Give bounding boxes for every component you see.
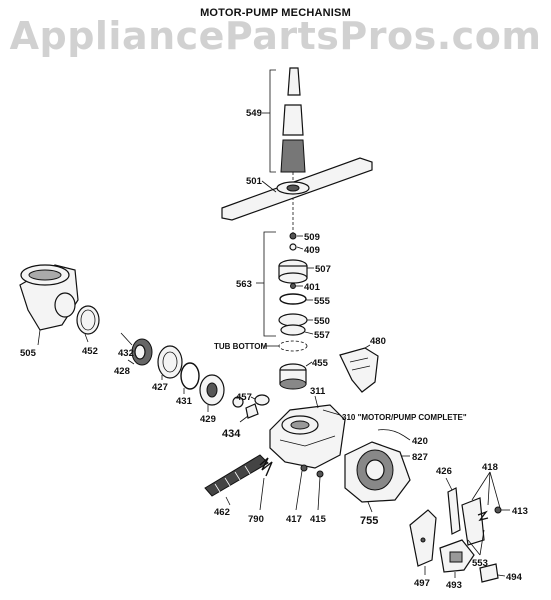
sump-505 bbox=[19, 264, 79, 331]
label-480: 480 bbox=[370, 336, 386, 347]
bracket-426 bbox=[447, 487, 461, 535]
switch-497 bbox=[409, 509, 437, 567]
label-457: 457 bbox=[236, 392, 252, 403]
label-429: 429 bbox=[200, 414, 216, 425]
impeller-428 bbox=[131, 338, 153, 366]
seal-assembly-stack bbox=[278, 232, 308, 390]
spring-790 bbox=[259, 457, 273, 477]
label-493: 493 bbox=[446, 580, 462, 591]
label-550: 550 bbox=[314, 316, 330, 327]
label-427: 427 bbox=[152, 382, 168, 393]
diagram-title: MOTOR-PUMP MECHANISM bbox=[200, 7, 351, 19]
label-432: 432 bbox=[118, 348, 134, 359]
label-311: 311 bbox=[310, 386, 326, 397]
solenoid-493 bbox=[439, 539, 475, 573]
label-507: 507 bbox=[315, 264, 331, 275]
label-415: 415 bbox=[310, 514, 327, 525]
label-563: 563 bbox=[236, 279, 252, 290]
label-409: 409 bbox=[304, 245, 320, 256]
plunger-494 bbox=[479, 563, 499, 583]
spray-arm-501 bbox=[221, 157, 373, 221]
label-tub-bottom: TUB BOTTOM bbox=[214, 342, 268, 351]
label-462: 462 bbox=[214, 507, 230, 518]
label-452: 452 bbox=[82, 346, 98, 357]
label-505: 505 bbox=[20, 348, 37, 359]
label-501: 501 bbox=[246, 176, 263, 187]
label-426: 426 bbox=[436, 466, 452, 477]
gasket-431 bbox=[180, 362, 200, 390]
label-413: 413 bbox=[512, 506, 528, 517]
label-420: 420 bbox=[412, 436, 428, 447]
label-428: 428 bbox=[114, 366, 130, 377]
label-555: 555 bbox=[314, 296, 331, 307]
clip-434 bbox=[232, 396, 259, 419]
label-755: 755 bbox=[360, 515, 378, 527]
plate-427 bbox=[157, 345, 183, 379]
label-557: 557 bbox=[314, 330, 330, 341]
label-827: 827 bbox=[412, 452, 428, 463]
label-434: 434 bbox=[222, 428, 241, 440]
solenoid-bracket-553 bbox=[461, 497, 489, 546]
pump-housing-429 bbox=[199, 374, 225, 406]
watermark: AppliancePartsPros.com bbox=[9, 14, 542, 58]
motor-pump-housing-311 bbox=[269, 404, 346, 469]
label-motor-pump-complete: 310 "MOTOR/PUMP COMPLETE" bbox=[342, 413, 467, 422]
label-455: 455 bbox=[312, 358, 329, 369]
spray-tower-549 bbox=[280, 67, 306, 235]
motor-755 bbox=[344, 441, 411, 503]
label-549: 549 bbox=[246, 108, 262, 119]
label-494: 494 bbox=[506, 572, 523, 583]
label-401: 401 bbox=[304, 282, 321, 293]
label-497: 497 bbox=[414, 578, 430, 589]
helix-462 bbox=[204, 454, 269, 497]
label-509: 509 bbox=[304, 232, 320, 243]
label-417: 417 bbox=[286, 514, 302, 525]
screen-480 bbox=[339, 347, 379, 393]
label-418: 418 bbox=[482, 462, 498, 473]
label-553: 553 bbox=[472, 558, 488, 569]
clamp-452 bbox=[76, 305, 100, 335]
label-431: 431 bbox=[176, 396, 193, 407]
fitting-457 bbox=[254, 394, 270, 406]
label-790: 790 bbox=[248, 514, 264, 525]
